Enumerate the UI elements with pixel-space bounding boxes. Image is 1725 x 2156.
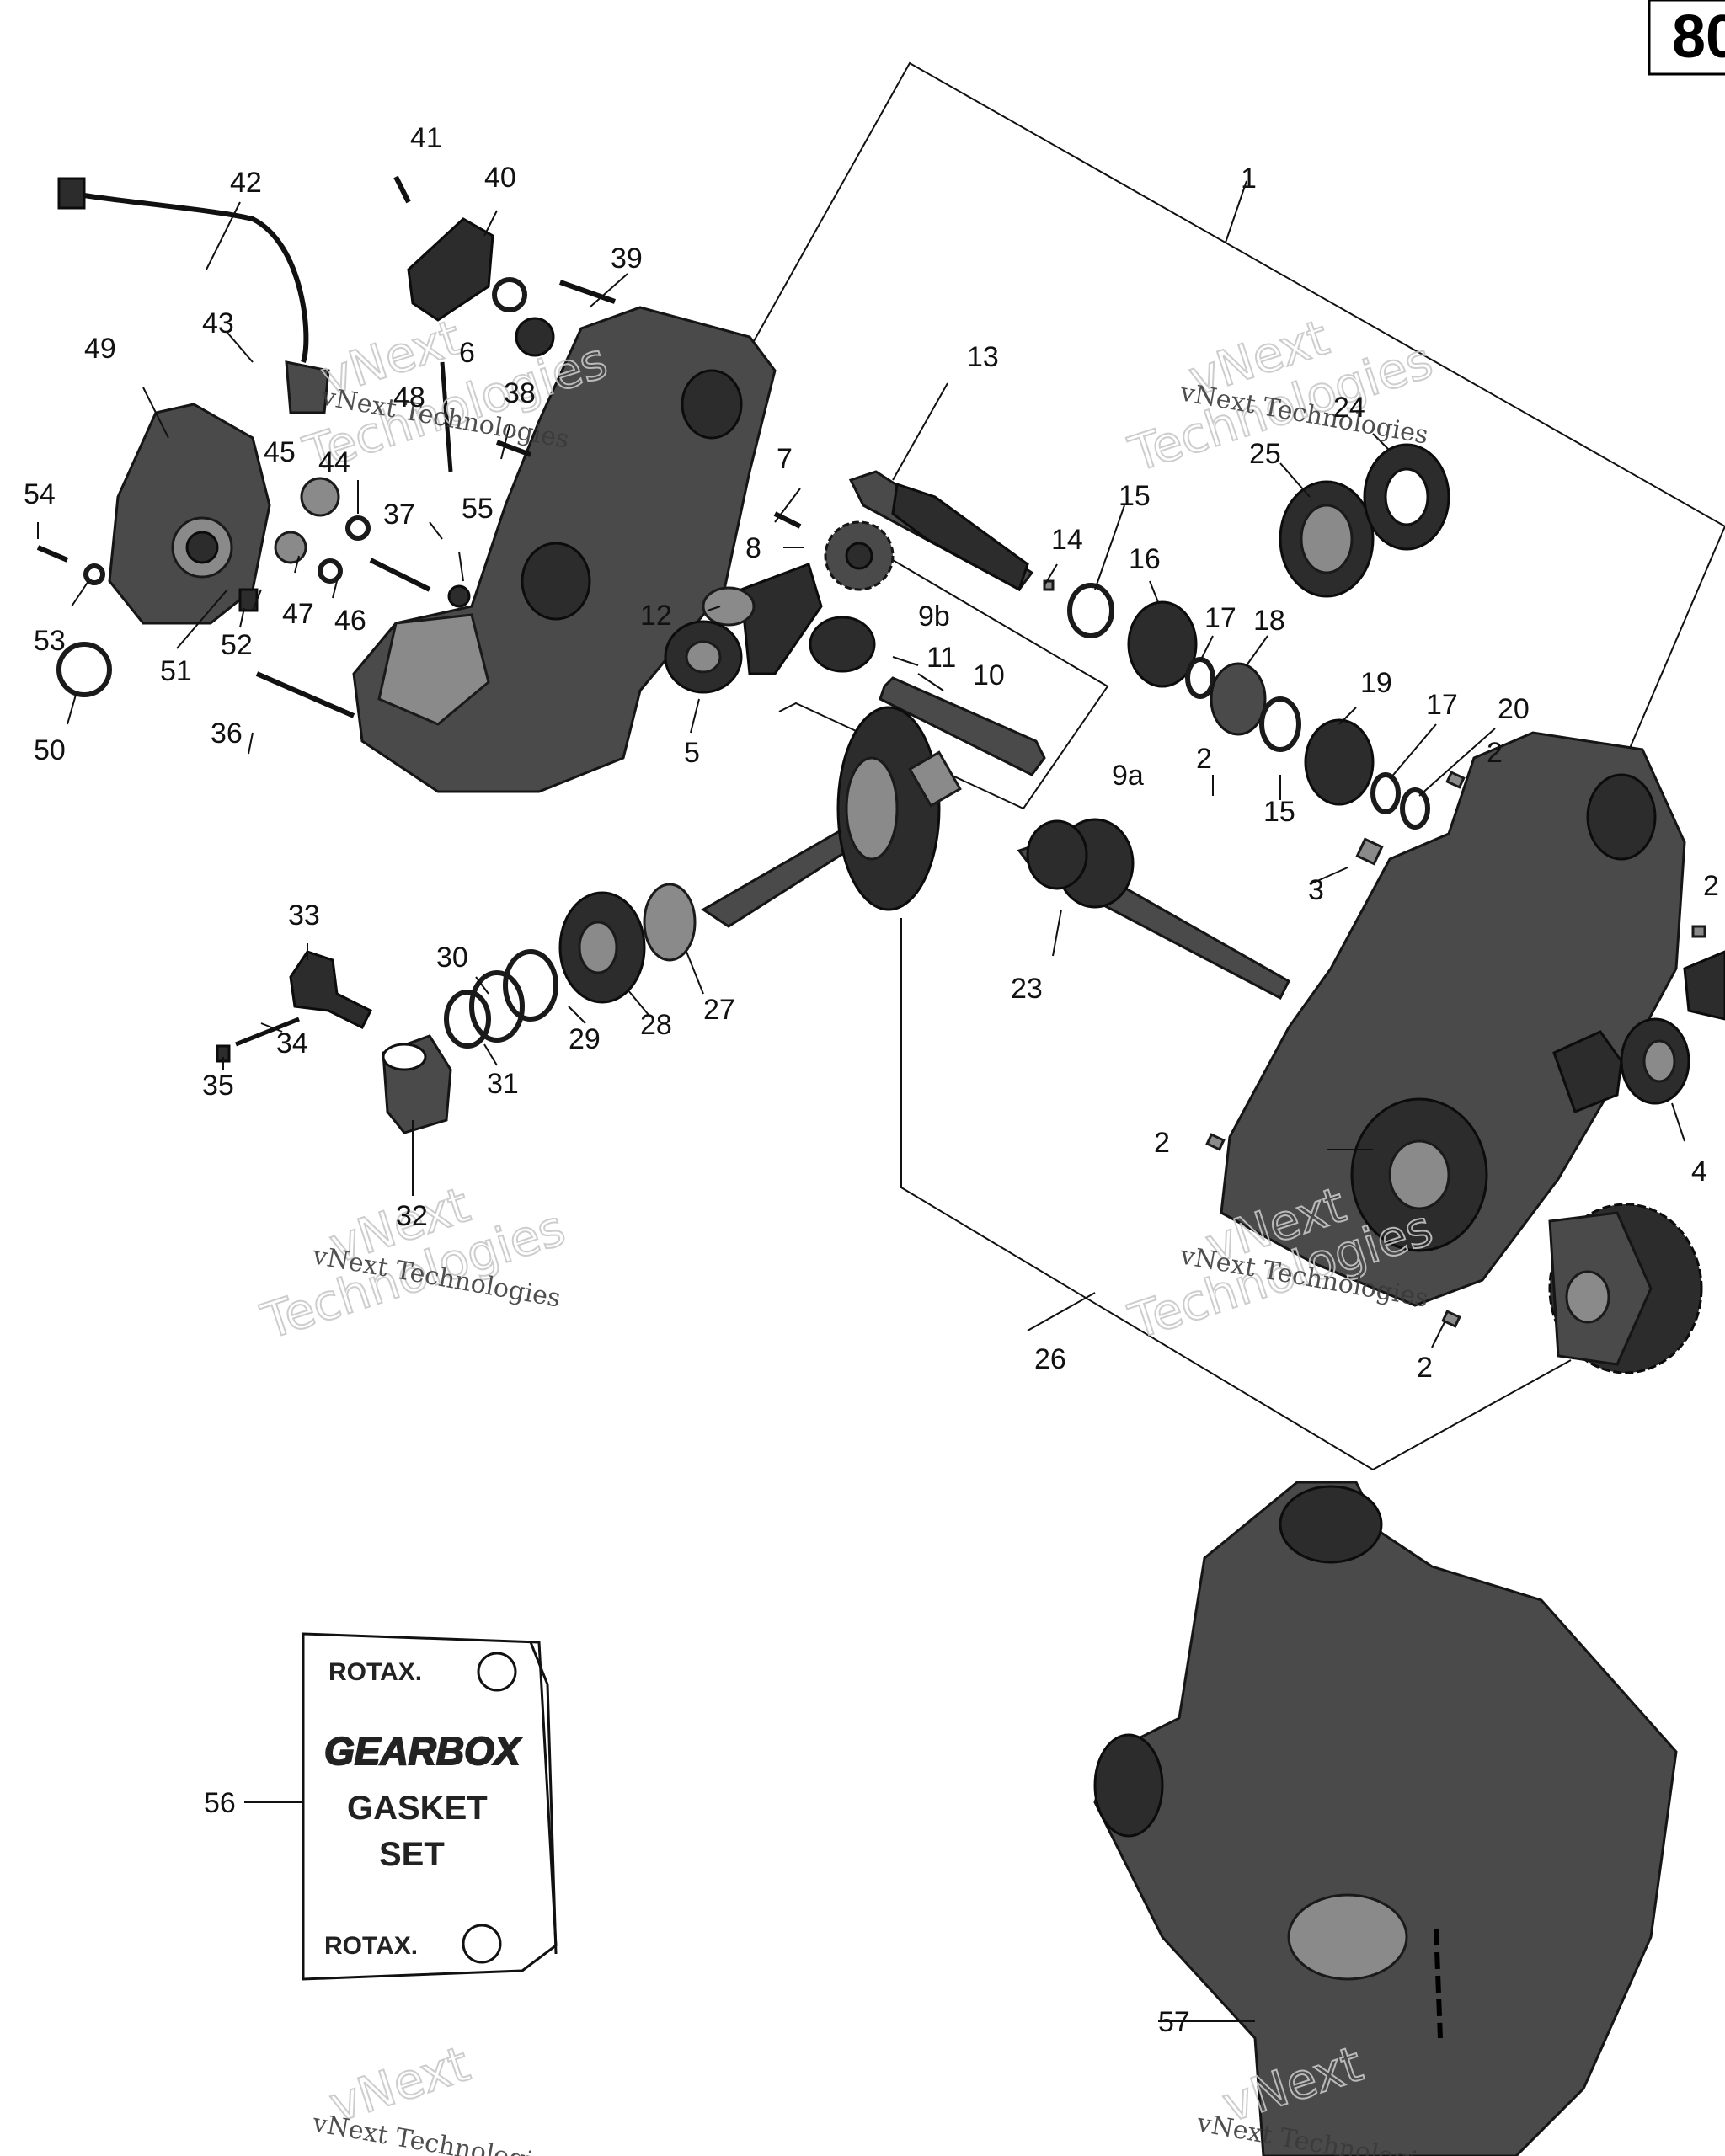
callout-35: 35 <box>202 1070 234 1102</box>
callout-52: 52 <box>221 629 253 661</box>
left-housing <box>352 306 777 793</box>
complete-gearbox-57 <box>1093 1481 1678 2156</box>
shift-collars-14-20 <box>1067 583 1430 830</box>
callout-17: 17 <box>1204 602 1236 634</box>
callout-23: 23 <box>1011 973 1043 1005</box>
page-number-box: 80 <box>1648 0 1725 76</box>
callout-44: 44 <box>318 446 350 478</box>
callout-10: 10 <box>973 659 1005 691</box>
bearing-4 <box>1620 1017 1690 1105</box>
callout-1: 1 <box>1241 163 1257 195</box>
callout-36: 36 <box>211 718 243 750</box>
sensor-cable-42 <box>57 177 330 414</box>
callout-45: 45 <box>264 436 296 468</box>
differential-gear <box>1548 1203 1703 1374</box>
right-housing <box>1220 731 1686 1307</box>
callout-38: 38 <box>504 377 536 409</box>
callout-25: 25 <box>1249 438 1281 470</box>
callout-51: 51 <box>160 655 192 687</box>
gear-9b <box>824 520 895 591</box>
callout-29: 29 <box>569 1023 601 1055</box>
callout-13: 13 <box>967 341 999 373</box>
shaft-13 <box>848 470 1034 592</box>
callout-14: 14 <box>1051 524 1083 556</box>
callout-2: 2 <box>1196 743 1212 775</box>
callout-46: 46 <box>334 605 366 637</box>
callout-2: 2 <box>1417 1352 1433 1384</box>
callout-27: 27 <box>703 994 735 1026</box>
callout-34: 34 <box>276 1027 308 1059</box>
output-shaft-23 <box>1017 818 1290 1001</box>
callout-56: 56 <box>204 1787 236 1819</box>
callout-15: 15 <box>1119 480 1151 512</box>
callout-30: 30 <box>436 942 468 974</box>
callout-57: 57 <box>1158 2006 1190 2038</box>
ring-gear-pinion-26 <box>701 706 962 928</box>
callout-26: 26 <box>1034 1343 1066 1375</box>
callout-5: 5 <box>684 737 700 769</box>
left-cover-49 <box>56 403 271 697</box>
leader-lines <box>37 201 1685 2022</box>
callout-labels: 1 2 2 2 2 2 3 4 5 6 7 8 9a 9b 10 11 12 1… <box>24 122 1719 2038</box>
assembly-bracket-1 <box>753 61 1725 1471</box>
gasket-brand-bottom: ROTAX. <box>324 1932 418 1960</box>
callout-55: 55 <box>462 493 494 525</box>
callout-28: 28 <box>640 1009 672 1041</box>
callout-9a: 9a <box>1112 760 1144 792</box>
callout-48: 48 <box>393 382 425 414</box>
callout-20: 20 <box>1498 693 1530 725</box>
callout-11: 11 <box>927 642 956 674</box>
callout-47: 47 <box>282 598 314 630</box>
gasket-line1: GEARBOX <box>324 1729 522 1773</box>
callout-50: 50 <box>34 734 66 766</box>
gasket-line3: SET <box>379 1836 445 1873</box>
callout-2: 2 <box>1703 870 1719 902</box>
callout-53: 53 <box>34 625 66 657</box>
callout-4: 4 <box>1691 1155 1707 1187</box>
callout-24: 24 <box>1333 392 1365 424</box>
page-number: 80 <box>1672 3 1725 71</box>
gasket-line2: GASKET <box>347 1790 488 1827</box>
callout-8: 8 <box>745 532 761 564</box>
callout-2: 2 <box>1487 737 1503 769</box>
shift-parts-10-12 <box>664 563 1046 776</box>
callout-16: 16 <box>1129 543 1161 575</box>
bearing-seal-24-25 <box>1279 443 1450 598</box>
callout-42: 42 <box>230 167 262 199</box>
callout-40: 40 <box>484 162 516 194</box>
gasket-set-56: ROTAX. GEARBOX GASKET SET ROTAX. <box>244 1632 558 1981</box>
callout-43: 43 <box>202 307 234 339</box>
callout-17: 17 <box>1426 689 1458 721</box>
callout-19: 19 <box>1360 667 1392 699</box>
callout-12: 12 <box>640 600 672 632</box>
callout-31: 31 <box>487 1068 519 1100</box>
callout-2: 2 <box>1154 1127 1170 1159</box>
gasket-brand-top: ROTAX. <box>328 1658 422 1686</box>
callout-6: 6 <box>459 337 475 369</box>
callout-37: 37 <box>383 499 415 531</box>
bearings-27-32 <box>382 883 697 1134</box>
callout-41: 41 <box>410 122 442 154</box>
callout-7: 7 <box>777 443 793 475</box>
sensor-40 <box>407 217 555 357</box>
callout-33: 33 <box>288 899 320 931</box>
callout-39: 39 <box>611 243 643 275</box>
callout-32: 32 <box>396 1200 428 1232</box>
callout-18: 18 <box>1253 605 1285 637</box>
small-fasteners <box>36 175 1725 1328</box>
callout-49: 49 <box>84 333 116 365</box>
shift-fork-33 <box>216 950 373 1063</box>
callout-9b: 9b <box>918 600 950 632</box>
svg-text:vNext Technologies: vNext Technologies <box>310 2108 563 2156</box>
callout-15: 15 <box>1263 796 1295 828</box>
bracket-9a <box>778 559 1109 810</box>
callout-54: 54 <box>24 478 56 510</box>
callout-3: 3 <box>1308 874 1324 906</box>
